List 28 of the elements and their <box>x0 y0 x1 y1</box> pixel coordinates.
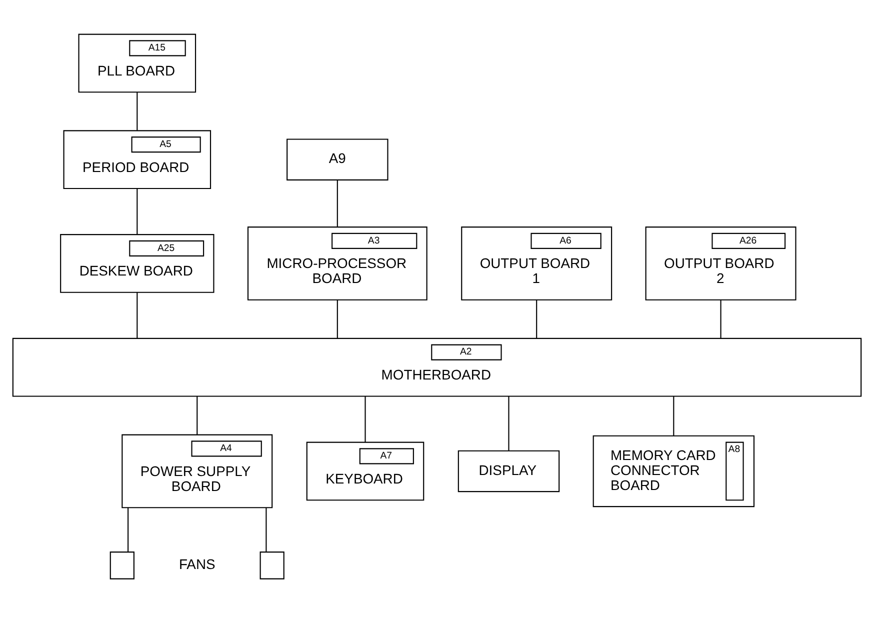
connector <box>508 396 510 450</box>
connector <box>128 507 129 552</box>
node-box: A6 OUTPUT BOARD 1 <box>461 226 612 300</box>
connector <box>673 396 674 436</box>
connector <box>336 180 338 226</box>
node-box: A26 OUTPUT BOARD 2 <box>645 226 796 300</box>
connector <box>136 92 138 130</box>
connector <box>336 300 338 338</box>
node-box: DISPLAY <box>458 450 560 492</box>
node-box <box>260 551 284 579</box>
node-box: A25 DESKEW BOARD <box>60 234 214 292</box>
connector <box>266 507 267 552</box>
node-box: A7 KEYBOARD <box>306 441 424 500</box>
label: FANS <box>178 556 216 572</box>
node-box: A4 POWER SUPPLY BOARD <box>122 434 273 508</box>
connector <box>136 292 138 338</box>
node-box: A3 MICRO-PROCESSOR BOARD <box>247 226 428 300</box>
node-box <box>110 551 134 579</box>
connector <box>136 188 138 234</box>
node-box: A2 MOTHERBOARD <box>12 337 862 396</box>
node-box: MEMORY CARD CONNECTOR BOARD A8 <box>592 434 755 507</box>
node-box: A5 PERIOD BOARD <box>63 130 212 189</box>
node-box: A9 <box>286 138 388 180</box>
connector <box>196 396 198 434</box>
node-box: A15 PLL BOARD <box>78 33 196 92</box>
connector <box>720 300 722 338</box>
connector <box>364 396 366 442</box>
connector <box>536 300 538 338</box>
